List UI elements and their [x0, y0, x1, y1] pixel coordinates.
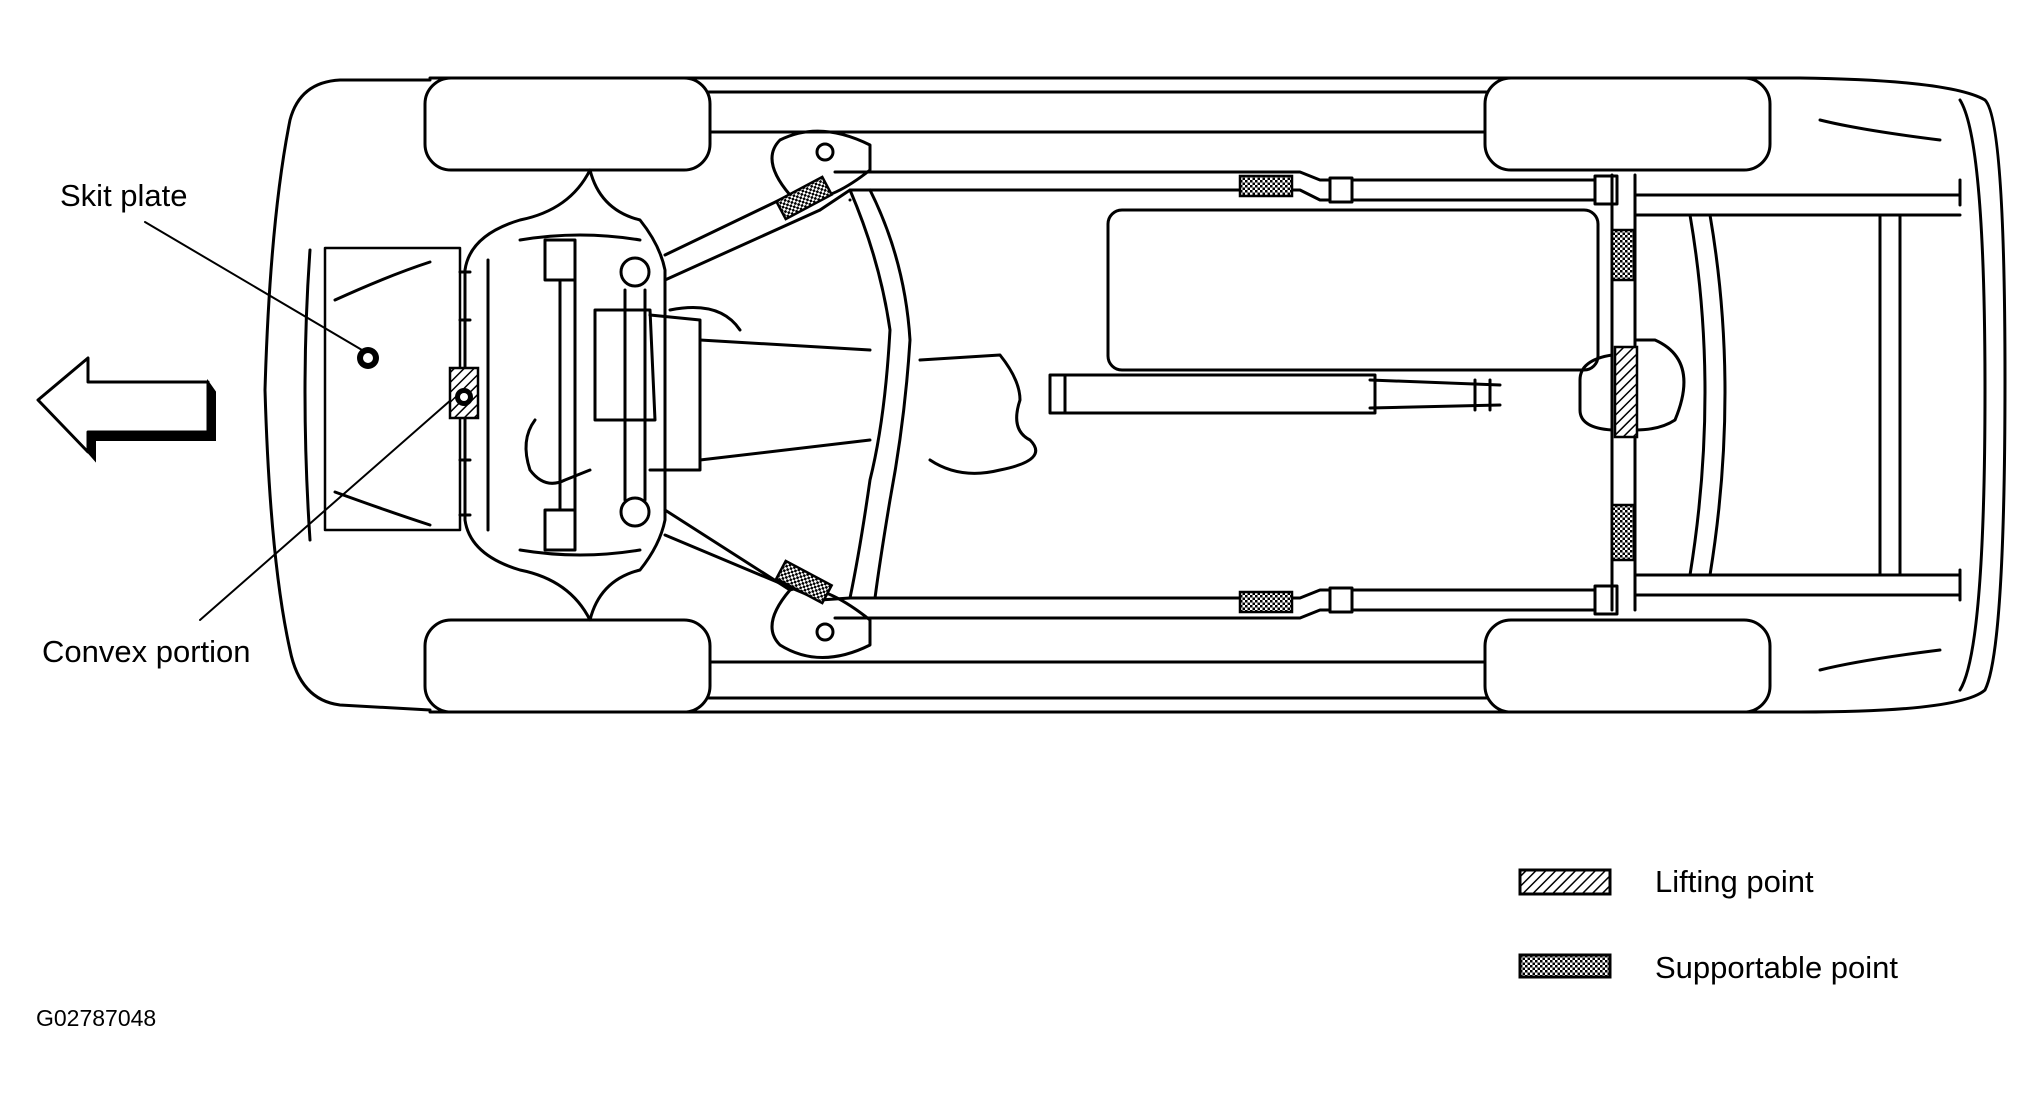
legend-supportable-swatch — [1518, 953, 1612, 979]
supportable-point-front-left — [774, 175, 834, 221]
legend-lifting-label: Lifting point — [1655, 864, 1814, 899]
front-right-tire — [423, 618, 712, 714]
convex-portion-label: Convex portion — [42, 634, 251, 669]
main-frame — [818, 170, 1619, 620]
rear-left-tire — [1483, 76, 1772, 172]
side-rails — [698, 90, 1502, 700]
rear-right-tire — [1483, 618, 1772, 714]
legend-supportable-label: Supportable point — [1655, 950, 1899, 985]
supportable-point-rear-left — [1610, 228, 1636, 282]
lifting-point-rear-center — [1613, 345, 1639, 439]
figure-id: G02787048 — [36, 1005, 157, 1031]
front-arms — [663, 129, 872, 659]
fuel-tank — [1106, 208, 1600, 372]
supportable-point-front-right — [774, 559, 834, 605]
callout-leaders — [144, 221, 461, 621]
front-arrow-icon — [36, 356, 216, 463]
supportable-point-mid-right — [1238, 590, 1294, 614]
skid-plate-label: Skit plate — [60, 178, 188, 213]
propeller-shaft — [918, 353, 1502, 475]
convex-portion-marker — [448, 366, 480, 420]
front-left-tire — [423, 76, 712, 172]
supportable-point-rear-right — [1610, 503, 1636, 562]
supportable-point-mid-left — [1238, 174, 1294, 198]
engine-transmission — [524, 306, 872, 485]
skid-plate-bolt — [357, 347, 379, 369]
legend-lifting-swatch — [1518, 868, 1612, 896]
front-crossmember — [458, 168, 667, 622]
body-outline — [263, 76, 2007, 714]
rear-frame — [1633, 118, 1962, 672]
